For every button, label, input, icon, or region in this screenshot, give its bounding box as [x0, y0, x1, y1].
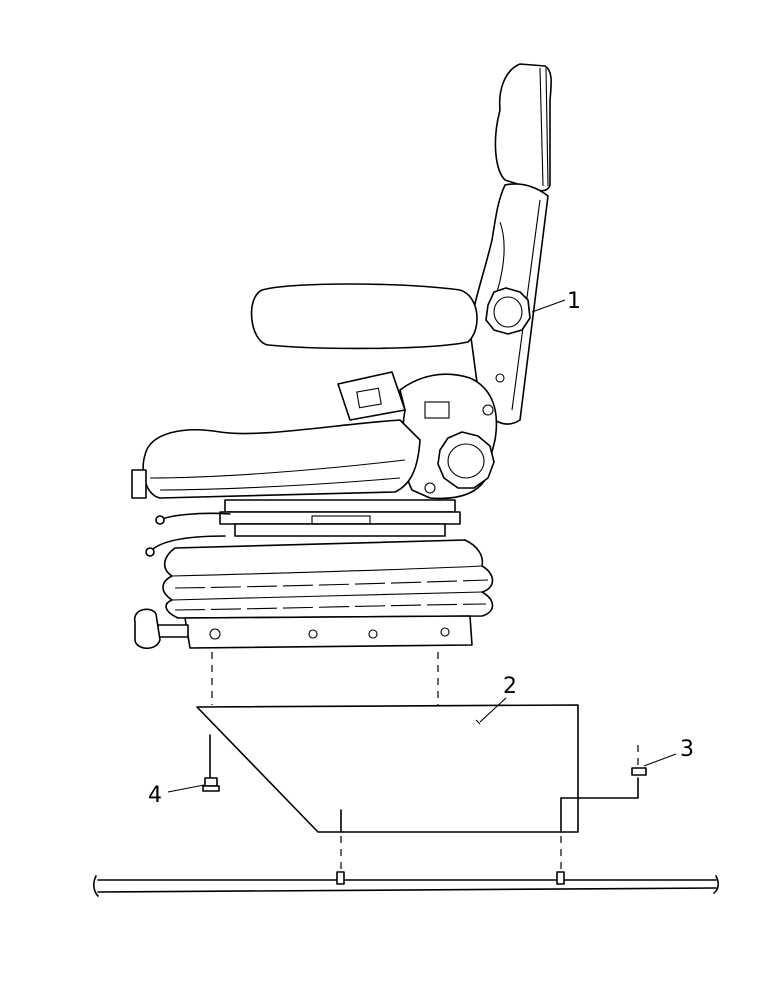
seat-height-adjust-knob: [437, 431, 495, 489]
assembly-centerlines: [211, 652, 639, 872]
callout-4: 4: [148, 783, 162, 808]
seat-cushion: [142, 419, 421, 499]
seat-slide-rails: [145, 499, 461, 569]
nut: [560, 767, 647, 799]
floor-stud: [556, 871, 565, 885]
seat-base-frame: [184, 615, 473, 649]
callout-2: 2: [503, 674, 517, 699]
seat-belt-buckle: [337, 371, 406, 421]
suspension-bellows: [162, 539, 494, 619]
callout-leaders: [167, 299, 677, 793]
seat-assembly: [131, 63, 552, 650]
bolt: [202, 734, 220, 792]
floor-stud: [336, 871, 345, 885]
backrest-adjust-knob: [485, 287, 531, 335]
seat-support-bracket: [196, 704, 579, 833]
seat-armrest: [250, 283, 478, 350]
cab-floor: [93, 871, 719, 897]
seat-headrest: [494, 63, 552, 192]
callout-3: 3: [680, 737, 694, 762]
callout-1: 1: [567, 289, 581, 314]
suspension-release-handle: [134, 608, 189, 650]
